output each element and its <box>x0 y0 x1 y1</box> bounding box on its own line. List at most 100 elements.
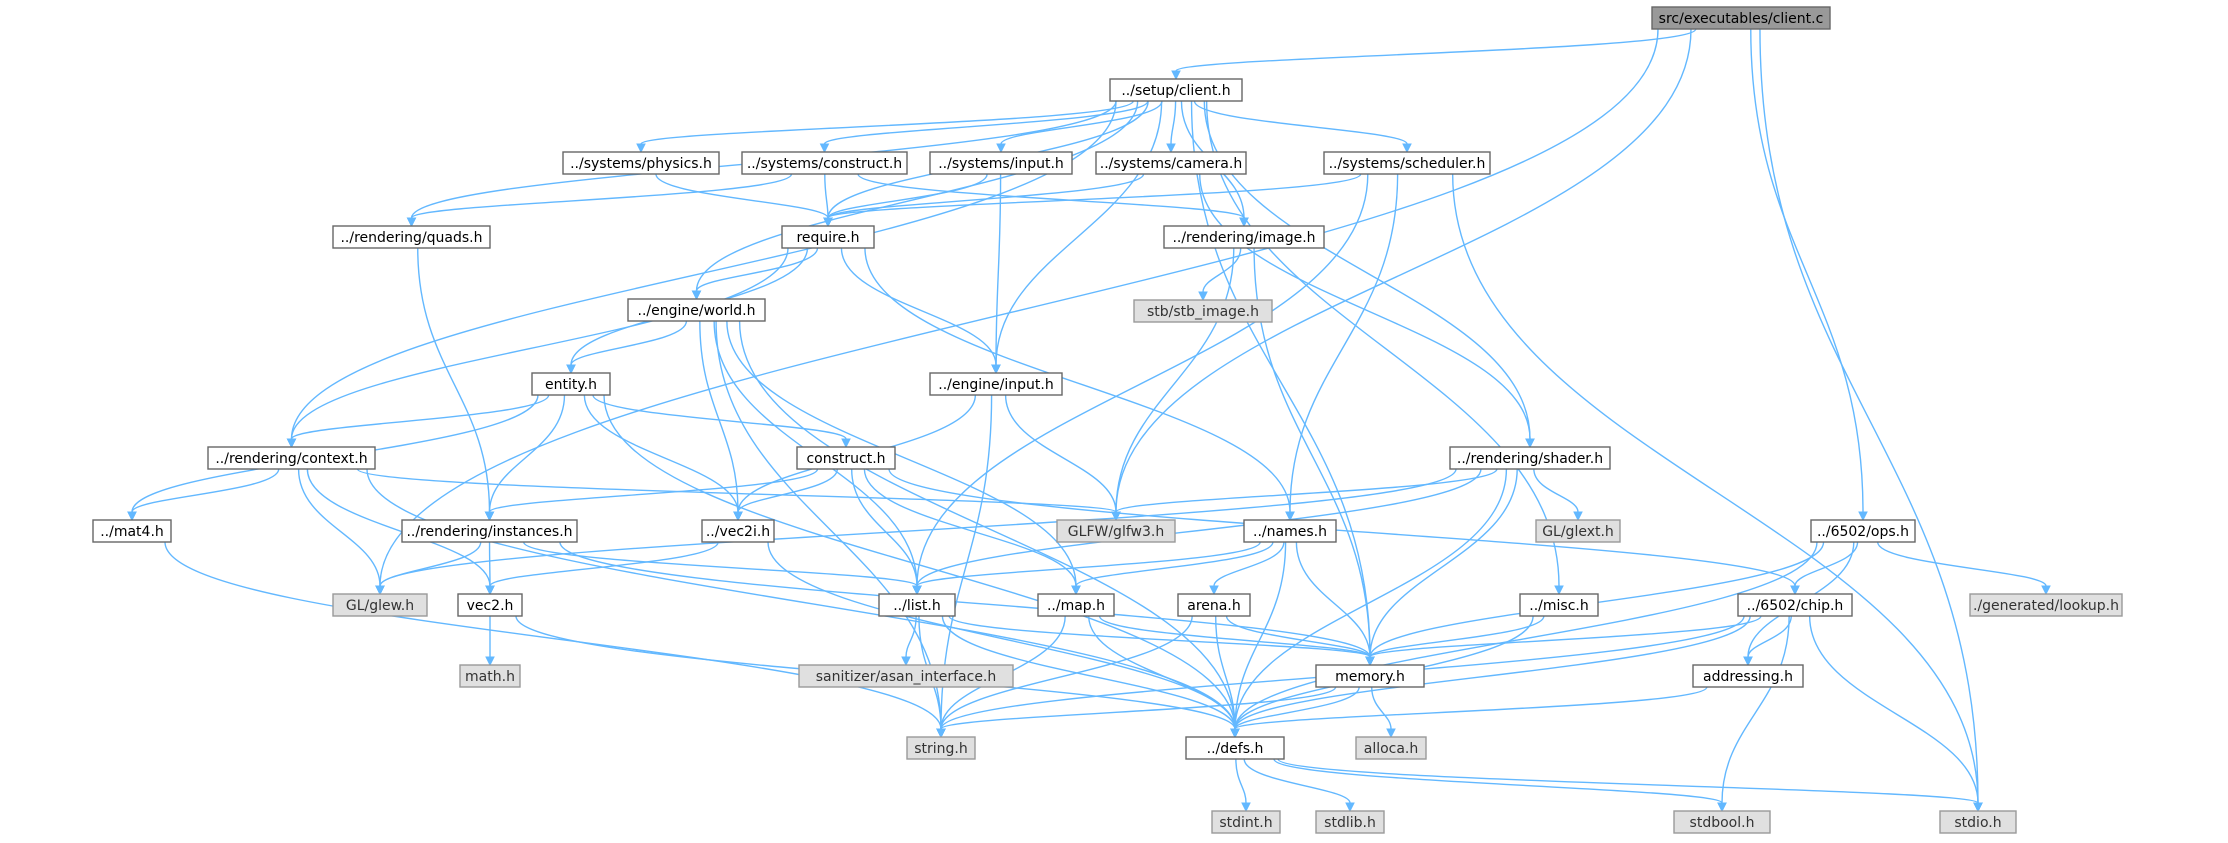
node-rend-quads[interactable]: ../rendering/quads.h <box>332 225 491 249</box>
node-label: src/executables/client.c <box>1659 11 1824 27</box>
node-box <box>1056 519 1176 543</box>
edge-defs-to-stdint <box>1235 758 1251 813</box>
edge-eng_input-to-glfw3 <box>1004 394 1121 522</box>
node-construct[interactable]: construct.h <box>796 446 896 470</box>
edge-line <box>916 173 1369 587</box>
node-ops[interactable]: ../6502/ops.h <box>1810 519 1916 543</box>
edge-line <box>850 468 918 587</box>
arrowhead <box>1241 802 1251 813</box>
node-string-h: string.h <box>906 736 976 760</box>
edge-line <box>655 173 829 219</box>
arrowhead <box>636 143 646 154</box>
node-memory[interactable]: memory.h <box>1315 664 1425 688</box>
node-rend-shader[interactable]: ../rendering/shader.h <box>1449 446 1611 470</box>
edge-vec2i-to-vec2 <box>485 541 719 596</box>
node-label: GL/glext.h <box>1542 524 1614 540</box>
edge-client_c-to-stdio <box>1759 28 1983 813</box>
edge-setup_client-to-sys_construct <box>819 100 1149 154</box>
node-asan: sanitizer/asan_interface.h <box>798 664 1014 688</box>
edge-construct-to-rend_instances <box>484 468 819 522</box>
node-defs[interactable]: ../defs.h <box>1185 736 1285 760</box>
node-box <box>1651 6 1831 30</box>
arrowhead <box>691 290 702 301</box>
edge-rend_quads-to-rend_instances <box>417 247 495 522</box>
node-sys-construct[interactable]: ../systems/construct.h <box>741 151 908 175</box>
node-sys-physics[interactable]: ../systems/physics.h <box>562 151 720 175</box>
node-setup-client[interactable]: ../setup/client.h <box>1109 78 1243 102</box>
edge-chip-to-stdio <box>1808 615 1983 813</box>
edge-line <box>888 468 1796 587</box>
node-eng-world[interactable]: ../engine/world.h <box>627 298 766 322</box>
edge-require-to-eng_input <box>840 247 1001 375</box>
edge-line <box>1369 615 1762 658</box>
edge-names-to-map <box>1071 541 1274 596</box>
arrowhead <box>733 511 743 522</box>
arrowhead <box>996 143 1006 154</box>
edge-line <box>583 394 739 513</box>
node-list[interactable]: ../list.h <box>878 593 956 617</box>
edge-line <box>417 247 491 513</box>
node-client-c[interactable]: src/executables/client.c <box>1651 6 1831 30</box>
node-vec2i[interactable]: ../vec2i.h <box>701 519 775 543</box>
node-sys-input[interactable]: ../systems/input.h <box>929 151 1073 175</box>
node-label: sanitizer/asan_interface.h <box>816 669 997 685</box>
edge-line <box>1004 394 1117 513</box>
node-addressing[interactable]: addressing.h <box>1692 664 1804 688</box>
node-sys-scheduler[interactable]: ../systems/scheduler.h <box>1323 151 1491 175</box>
arrowhead <box>936 728 946 739</box>
node-require[interactable]: require.h <box>781 225 875 249</box>
node-entity[interactable]: entity.h <box>531 372 611 396</box>
arrowhead <box>823 217 833 228</box>
edge-memory-to-string_h <box>936 686 1337 739</box>
edge-line <box>379 28 1659 587</box>
edge-line <box>1369 615 1545 658</box>
arrowhead <box>1285 511 1295 522</box>
node-label: ./generated/lookup.h <box>1973 598 2119 614</box>
edge-ops-to-lookup <box>1876 541 2051 596</box>
edge-line <box>306 468 491 587</box>
edge-line <box>1170 100 1177 145</box>
node-box <box>701 519 775 543</box>
arrowhead <box>912 585 922 596</box>
node-mat4[interactable]: ../mat4.h <box>92 519 172 543</box>
node-label: stb/stb_image.h <box>1147 304 1259 320</box>
arrowhead <box>485 585 495 596</box>
edge-sys_scheduler-to-require <box>823 173 1362 228</box>
edge-line <box>840 247 997 366</box>
edge-defs-to-stdbool <box>1273 758 1727 813</box>
node-glext: GL/glext.h <box>1535 519 1621 543</box>
node-label: ../defs.h <box>1207 741 1264 757</box>
node-rend-instances[interactable]: ../rendering/instances.h <box>401 519 578 543</box>
arrowhead <box>819 143 830 154</box>
node-box <box>929 151 1073 175</box>
edge-sys_input-to-require <box>823 173 988 228</box>
node-lookup: ./generated/lookup.h <box>1969 593 2123 617</box>
node-rend-context[interactable]: ../rendering/context.h <box>207 446 376 470</box>
arrowhead <box>1858 511 1868 522</box>
node-box <box>1737 593 1853 617</box>
edge-line <box>1721 615 1790 804</box>
arrowhead <box>566 364 576 375</box>
node-label: memory.h <box>1335 669 1405 685</box>
node-rend-image[interactable]: ../rendering/image.h <box>1163 225 1325 249</box>
edge-line <box>1115 28 1692 513</box>
edge-mat4-to-string_h <box>164 541 946 739</box>
edge-setup_client-to-sys_camera <box>1166 100 1177 154</box>
node-sys-camera[interactable]: ../systems/camera.h <box>1095 151 1247 175</box>
node-misc[interactable]: ../misc.h <box>1519 593 1599 617</box>
arrowhead <box>991 364 1001 375</box>
node-box <box>457 593 523 617</box>
node-arena[interactable]: arena.h <box>1177 593 1251 617</box>
edge-line <box>695 100 1139 292</box>
node-chip[interactable]: ../6502/chip.h <box>1737 593 1853 617</box>
edge-line <box>379 468 1457 587</box>
edge-line <box>1234 686 1708 730</box>
node-map[interactable]: ../map.h <box>1037 593 1115 617</box>
node-box <box>1163 225 1325 249</box>
node-names[interactable]: ../names.h <box>1243 519 1337 543</box>
node-box <box>878 593 956 617</box>
node-label: stdio.h <box>1954 815 2001 831</box>
node-eng-input[interactable]: ../engine/input.h <box>929 372 1063 396</box>
arrowhead <box>1573 511 1583 522</box>
node-vec2[interactable]: vec2.h <box>457 593 523 617</box>
